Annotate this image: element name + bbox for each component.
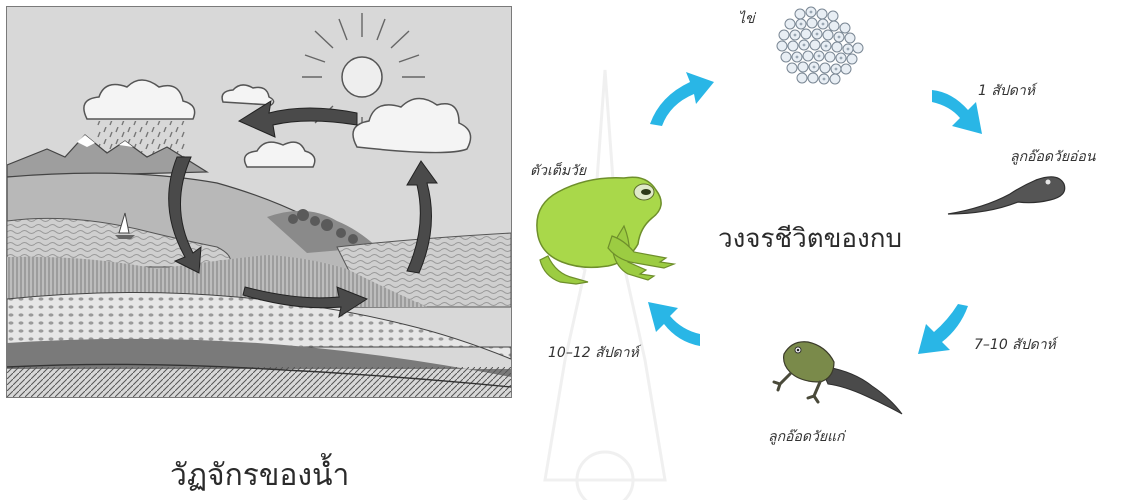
frog-eggs-image: [770, 4, 866, 88]
label-egg: ไข่: [738, 8, 755, 30]
label-old-tadpole: ลูกอ๊อดวัยแก่: [768, 426, 845, 448]
cycle-arrow-icon: [640, 60, 720, 130]
frog-cycle-title: วงจรชีวิตของกบ: [718, 218, 902, 259]
label-young-tadpole: ลูกอ๊อดวัยอ่อน: [1010, 146, 1095, 168]
old-tadpole-image: [772, 334, 908, 420]
label-adult: ตัวเต็มวัย: [530, 160, 586, 182]
water-cycle-caption: วัฏจักรของน้ำ: [170, 452, 349, 499]
cycle-arrow-icon: [914, 302, 974, 358]
label-ten-twelve-weeks: 10–12 สัปดาห์: [548, 342, 639, 364]
water-cycle-illustration: [6, 6, 512, 398]
label-one-week: 1 สัปดาห์: [978, 80, 1035, 102]
adult-frog-image: [528, 166, 688, 290]
cycle-arrow-icon: [644, 296, 704, 354]
label-seven-ten-weeks: 7–10 สัปดาห์: [974, 334, 1056, 356]
young-tadpole-image: [944, 164, 1068, 226]
